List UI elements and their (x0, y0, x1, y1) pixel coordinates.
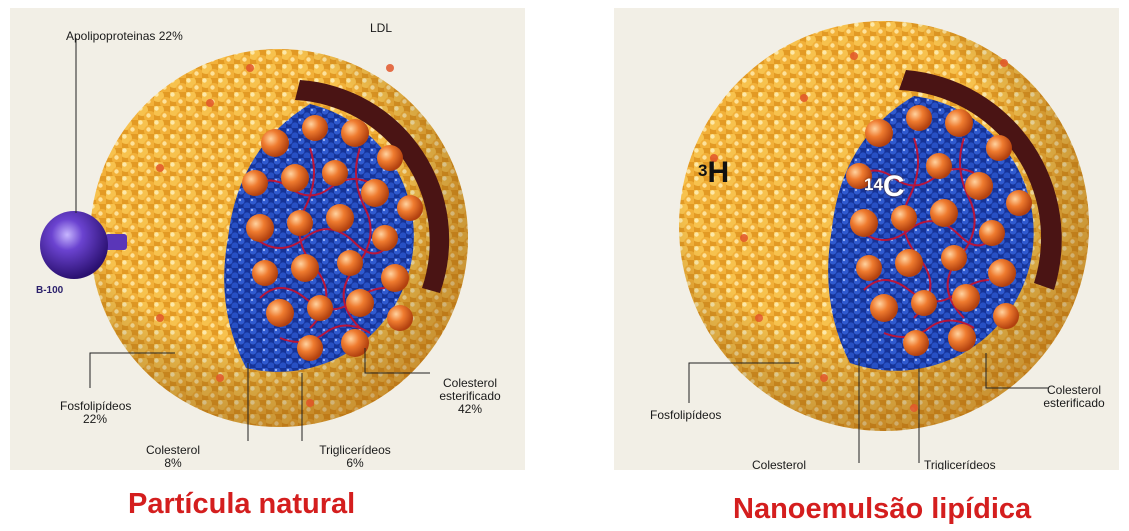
trigliceridos-label: Triglicerídeos (924, 459, 996, 470)
apolipoproteinas-label: Apolipoproteinas 22% (66, 30, 183, 43)
caption-particula-natural: Partícula natural (128, 488, 355, 521)
colesterol-label: Colesterol 8% (138, 444, 208, 470)
colesterol-esterificado-label: Colesterol esterificado (1034, 384, 1114, 410)
apoprotein-b100 (40, 211, 108, 279)
trigliceridos-label: Triglicerídeos 6% (310, 444, 400, 470)
colesterol-label: Colesterol (752, 459, 806, 470)
b100-label: B-100 (36, 285, 63, 296)
carbon14-label: 14C (864, 172, 905, 202)
nanoemulsion-panel: 3H 14C Fosfolipídeos Colesterol Triglice… (614, 8, 1119, 470)
fosfolipideos-label: Fosfolipídeos (650, 409, 721, 422)
tritium-label: 3H (698, 158, 729, 188)
caption-nanoemulsao-lipidica: Nanoemulsão lipídica (733, 493, 1031, 526)
ldl-particle-panel: LDL Apolipoproteinas 22% B-100 Fosfolipí… (10, 8, 525, 470)
ldl-header: LDL (370, 22, 392, 35)
fosfolipideos-label: Fosfolipídeos 22% (60, 400, 130, 426)
colesterol-esterificado-label: Colesterol esterificado 42% (430, 377, 510, 416)
